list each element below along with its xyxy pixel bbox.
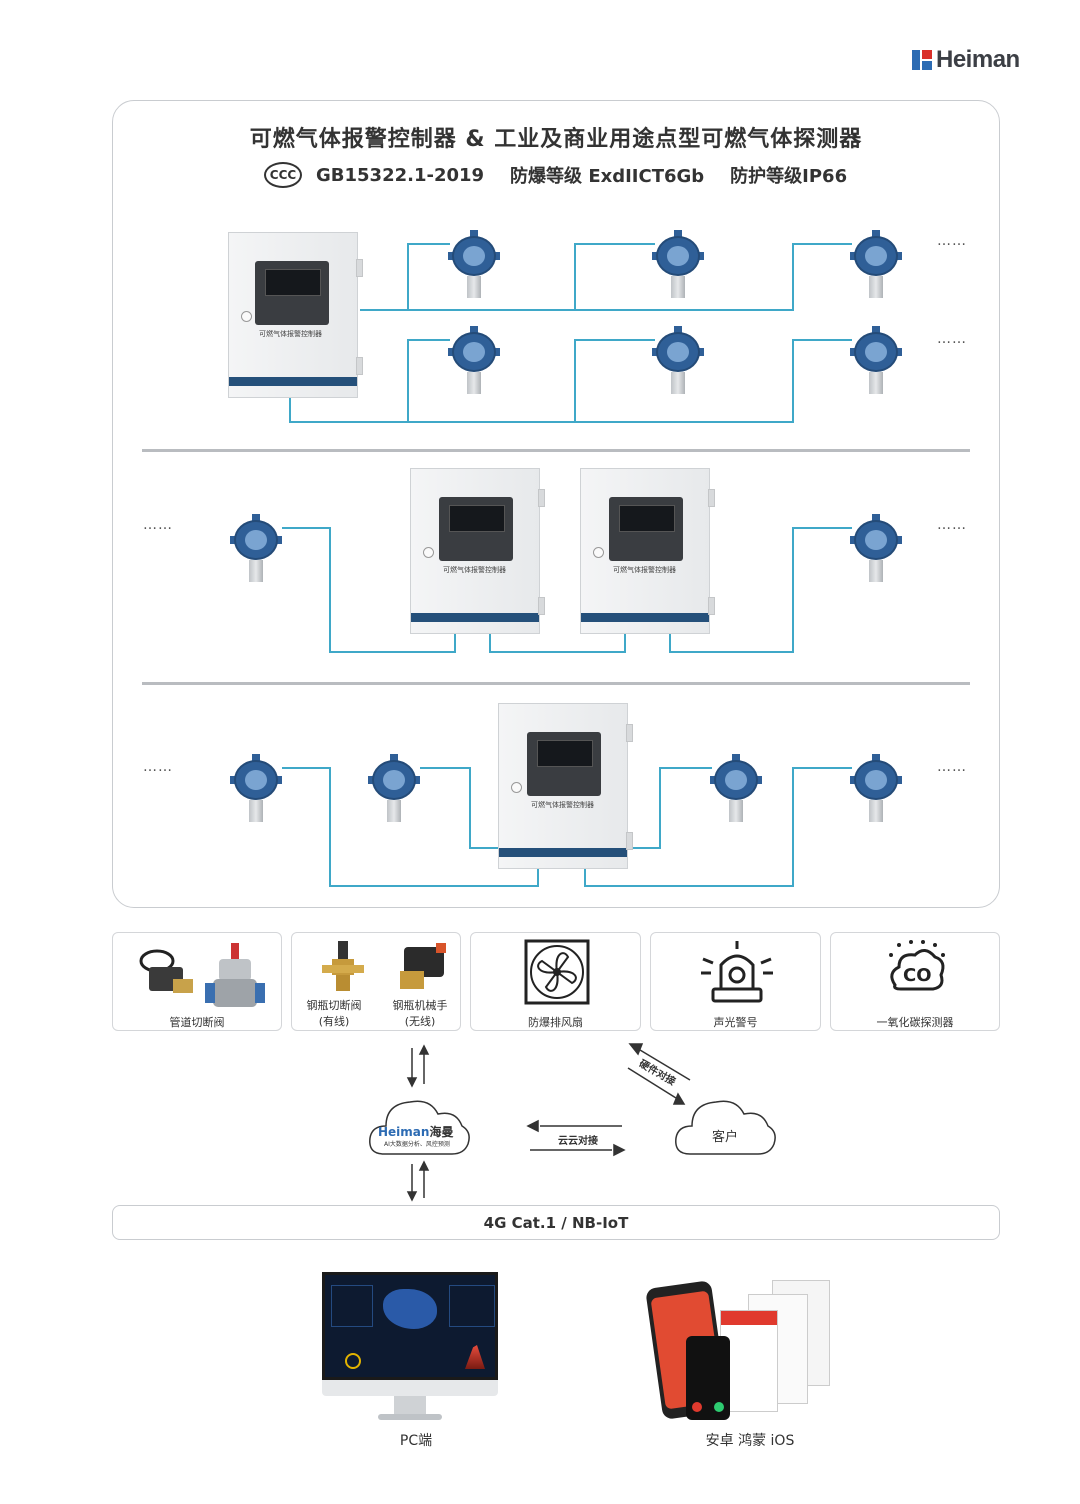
section-divider bbox=[142, 682, 970, 685]
more-ellipsis: …… bbox=[143, 759, 173, 775]
exhaust-fan-icon bbox=[524, 939, 590, 1005]
mobile-endpoint-label: 安卓 鸿蒙 iOS bbox=[705, 1433, 795, 1449]
device-label: 钢瓶机械手 bbox=[392, 999, 448, 1012]
gas-detector-icon bbox=[850, 326, 902, 396]
device-label: 防爆排风扇 bbox=[528, 1016, 583, 1029]
heiman-cloud: Heiman海曼 AI大数据分析、风控预测 bbox=[366, 1092, 472, 1158]
more-ellipsis: …… bbox=[937, 233, 967, 249]
gas-detector-icon bbox=[230, 514, 282, 584]
alarm-controller-cabinet: 可燃气体报警控制器 bbox=[228, 232, 363, 398]
device-card-exhaust-fan: 防爆排风扇 bbox=[470, 932, 641, 1031]
protocol-bar: 4G Cat.1 / NB-IoT bbox=[112, 1205, 1000, 1240]
monitor-screen bbox=[322, 1272, 498, 1380]
alarm-controller-cabinet: 可燃气体报警控制器 bbox=[498, 703, 633, 869]
alarm-controller-cabinet: 可燃气体报警控制器 bbox=[580, 468, 715, 634]
cloud-caption: AI大数据分析、风控预测 bbox=[384, 1141, 450, 1148]
customer-label: 客户 bbox=[712, 1130, 739, 1145]
more-ellipsis: …… bbox=[937, 331, 967, 347]
gas-detector-icon bbox=[652, 326, 704, 396]
pc-endpoint-label: PC端 bbox=[399, 1433, 433, 1449]
svg-text:CO: CO bbox=[903, 965, 932, 986]
co-detector-icon: CO bbox=[889, 940, 945, 991]
device-card-co-detector: CO 一氧化碳探测器 bbox=[830, 932, 1000, 1031]
more-ellipsis: …… bbox=[143, 517, 173, 533]
gas-detector-icon bbox=[850, 514, 902, 584]
gas-detector-icon bbox=[850, 754, 902, 824]
gas-detector-icon bbox=[710, 754, 762, 824]
protection-grade: 防护等级IP66 bbox=[730, 166, 848, 187]
device-sublabel: (无线) bbox=[404, 1015, 436, 1028]
pc-monitor bbox=[322, 1272, 498, 1420]
cloud-link-label: 云云对接 bbox=[558, 1136, 598, 1147]
china-map-icon bbox=[383, 1289, 437, 1329]
cylinder-valve-icon bbox=[322, 941, 446, 991]
customer-cloud: 客户 bbox=[672, 1092, 778, 1158]
cloud-icon bbox=[675, 1100, 776, 1155]
device-card-cylinder: 钢瓶切断阀 (有线) 钢瓶机械手 (无线) bbox=[291, 932, 461, 1031]
device-card-siren: 声光警号 bbox=[650, 932, 821, 1031]
cloud-brand: Heiman海曼 bbox=[378, 1125, 454, 1139]
gas-detector-icon bbox=[652, 230, 704, 300]
gas-detector-icon bbox=[368, 754, 420, 824]
device-label: 管道切断阀 bbox=[169, 1016, 225, 1029]
panel-title: 可燃气体报警控制器 & 工业及商业用途点型可燃气体探测器 bbox=[249, 127, 863, 152]
gas-detector-icon bbox=[448, 230, 500, 300]
siren-icon bbox=[701, 941, 773, 1003]
cloud-icon bbox=[369, 1100, 470, 1155]
more-ellipsis: …… bbox=[937, 517, 967, 533]
gas-detector-icon bbox=[230, 754, 282, 824]
section-divider bbox=[142, 449, 970, 452]
brand-name: Heiman bbox=[936, 46, 1020, 73]
gauge-icon bbox=[345, 1353, 361, 1369]
explosion-grade: 防爆等级 ExdIICT6Gb bbox=[510, 166, 705, 187]
pipeline-valve-icon bbox=[139, 943, 265, 1007]
device-label: 声光警号 bbox=[713, 1016, 758, 1029]
gas-detector-icon bbox=[850, 230, 902, 300]
standard-code: GB15322.1-2019 bbox=[316, 164, 485, 186]
chart-panel-icon bbox=[449, 1285, 495, 1327]
heiman-logo-mark-icon bbox=[912, 50, 932, 70]
device-card-pipeline-valve: 管道切断阀 bbox=[112, 932, 282, 1031]
area-chart-icon bbox=[465, 1345, 485, 1369]
more-ellipsis: …… bbox=[937, 759, 967, 775]
certification-row: CCC GB15322.1-2019 防爆等级 ExdIICT6Gb 防护等级I… bbox=[264, 162, 859, 188]
device-label: 钢瓶切断阀 bbox=[306, 999, 362, 1012]
device-sublabel: (有线) bbox=[318, 1015, 350, 1028]
chart-panel-icon bbox=[331, 1285, 373, 1327]
system-panel bbox=[112, 100, 1000, 908]
device-label: 一氧化碳探测器 bbox=[876, 1016, 954, 1029]
ccc-cert-icon: CCC bbox=[264, 162, 302, 188]
alarm-controller-cabinet: 可燃气体报警控制器 bbox=[410, 468, 545, 634]
gas-detector-icon bbox=[448, 326, 500, 396]
mobile-app-screens bbox=[640, 1280, 830, 1420]
heiman-logo: Heiman bbox=[912, 46, 1020, 74]
